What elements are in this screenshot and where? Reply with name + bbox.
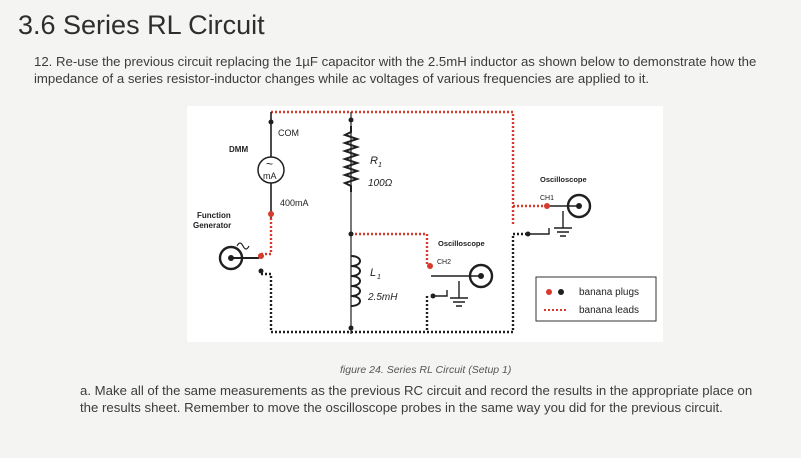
section-title: 3.6 Series RL Circuit (18, 10, 265, 40)
com-label: COM (278, 128, 299, 138)
legend-leads-label: banana leads (579, 305, 639, 316)
function-generator-icon (218, 242, 259, 271)
wave-symbol: ~ (266, 157, 273, 171)
legend-box: banana plugs banana leads (535, 276, 657, 322)
dmm-meter-icon (257, 156, 285, 184)
r1-l1-plug (348, 231, 354, 237)
bottom-lead (261, 232, 527, 334)
dmm-com-plug (268, 119, 274, 125)
ch2-label: CH2 (437, 259, 451, 266)
oscilloscope-mid-label: Oscilloscope (438, 239, 485, 248)
ch1-label: CH1 (540, 195, 554, 202)
function-generator-label-2: Generator (193, 221, 231, 230)
r1-value: 100Ω (368, 178, 393, 189)
r1-label: R (370, 155, 378, 167)
l1-value: 2.5mH (367, 292, 398, 303)
legend-plug-black-icon (558, 289, 564, 295)
oscilloscope-ch2-icon (431, 263, 494, 307)
inductor-l1 (350, 255, 361, 307)
legend-plugs-label: banana plugs (579, 287, 639, 298)
r1-subscript: 1 (378, 162, 382, 169)
r1-top-plug (348, 117, 354, 123)
fg-red-lead (261, 218, 273, 256)
l1-subscript: 1 (377, 274, 381, 281)
dmm-ma-plug (268, 211, 274, 217)
subitem-a-text: a. Make all of the same measurements as … (80, 383, 753, 415)
top-lead (271, 110, 515, 224)
question-text: 12. Re-use the previous circuit replacin… (34, 54, 757, 86)
figure-caption: figure 24. Series RL Circuit (Setup 1) (340, 364, 512, 376)
dmm-label: DMM (229, 145, 248, 154)
ch2-lead (351, 232, 429, 264)
circuit-figure: COM DMM ~ mA 400mA Function Generator R … (187, 106, 663, 342)
legend-plug-red-icon (546, 289, 552, 295)
oscilloscope-ch1-icon (527, 193, 592, 237)
oscilloscope-right-label: Oscilloscope (540, 175, 587, 184)
l1-bottom-plug (348, 325, 354, 331)
circuit-diagram: COM DMM ~ mA 400mA Function Generator R … (193, 110, 657, 334)
l1-label: L (370, 267, 376, 279)
resistor-r1 (341, 126, 361, 192)
function-generator-label-1: Function (197, 211, 231, 220)
ma400-label: 400mA (280, 198, 309, 208)
ma-label: mA (263, 171, 277, 181)
